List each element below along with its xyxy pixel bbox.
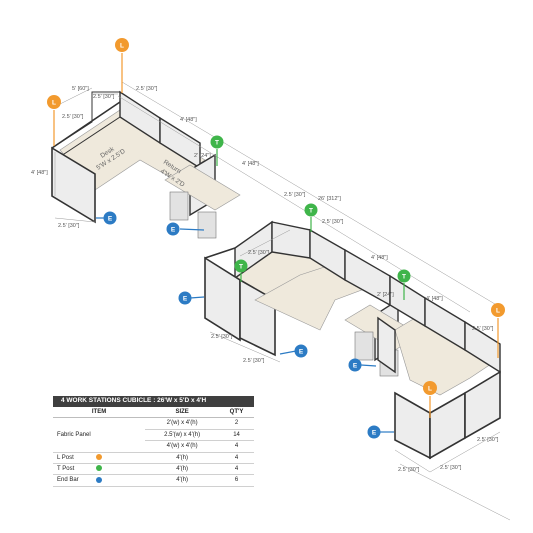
- end-panel: [377, 316, 396, 374]
- cell-size: 2'(w) x 4'(h): [145, 417, 220, 430]
- svg-text:L: L: [428, 386, 432, 393]
- table-row: 2.5'(w) x 4'(h) 14: [53, 429, 254, 442]
- fabric-panel-label: Fabric Panel: [53, 417, 146, 453]
- svg-text:E: E: [183, 296, 188, 303]
- l-post-label: L Post: [57, 454, 74, 461]
- svg-text:L: L: [120, 43, 124, 50]
- l-post-dot-icon: [95, 454, 102, 461]
- table-row: T Post 4'(h) 4: [53, 463, 254, 476]
- svg-text:E: E: [372, 430, 377, 437]
- dim-label: 2.5' [30"]: [93, 94, 115, 100]
- dim-label: 2.5' [30"]: [136, 86, 158, 92]
- dim-label: 4' [48"]: [31, 170, 48, 176]
- end-panel: [429, 391, 466, 460]
- end-panel: [394, 391, 431, 460]
- t-post-badge: T: [397, 269, 411, 283]
- end-bar-badge: E: [103, 211, 117, 225]
- dim-label: 2.5' [30"]: [472, 326, 494, 332]
- dim-label: 5' [60"]: [72, 86, 89, 92]
- dim-label: 2.5' [30"]: [243, 358, 265, 364]
- t-post-dot-icon: [96, 465, 103, 472]
- end-panel: [464, 370, 501, 440]
- end-bar-badge: E: [178, 291, 192, 305]
- cell-qty: 14: [219, 429, 254, 442]
- svg-text:L: L: [52, 100, 56, 107]
- cell-qty: 2: [219, 417, 254, 430]
- end-bar-badge: E: [367, 425, 381, 439]
- dim-label: 2.5' [30"]: [322, 219, 344, 225]
- dim-label: 4' [48"]: [180, 117, 197, 123]
- cell-size: 4'(w) x 4'(h): [145, 440, 220, 453]
- table-row: L Post 4'(h) 4: [53, 452, 254, 465]
- svg-text:E: E: [353, 363, 358, 370]
- dim-label: 4' [48"]: [426, 296, 443, 302]
- cell-qty: 6: [219, 474, 254, 487]
- cell-size: 2.5'(w) x 4'(h): [145, 429, 220, 442]
- dim-label: 2.5' [30"]: [477, 437, 499, 443]
- dim-label: 2.5' [30"]: [398, 467, 420, 473]
- t-post-badge: T: [304, 203, 318, 217]
- table-row: Fabric Panel 2'(w) x 4'(h) 2: [53, 417, 254, 453]
- dim-label: 26' [312"]: [318, 196, 341, 202]
- workstation-4: [377, 274, 501, 460]
- dim-label: 2.5' [30"]: [440, 465, 462, 471]
- dimension-labels: 5' [60"] 2.5' [30"] 2.5' [30"] 2.5' [30"…: [31, 86, 499, 473]
- dim-label: 2.5' [30"]: [62, 114, 84, 120]
- l-post-badge: L: [423, 381, 437, 395]
- end-bar-badge: E: [348, 358, 362, 372]
- dim-label: 2.5' [30"]: [58, 223, 80, 229]
- workstation-1: Desk 5'W x 2.5'D Return 4'W x 2'D: [51, 90, 241, 239]
- svg-text:T: T: [402, 274, 406, 281]
- dimension-lines: [54, 81, 511, 521]
- spec-table: 4 WORK STATIONS CUBICLE : 26'W x 5'D x 4…: [53, 396, 254, 487]
- pedestal: [169, 191, 189, 221]
- dim-label: 4' [48"]: [242, 161, 259, 167]
- t-post-badge: T: [210, 135, 224, 149]
- l-post-badge: L: [47, 95, 61, 109]
- svg-text:L: L: [496, 308, 500, 315]
- header-qty: QT'Y: [219, 407, 254, 419]
- dim-label: 2.5' [30"]: [248, 250, 270, 256]
- svg-text:T: T: [309, 208, 313, 215]
- table-title: 4 WORK STATIONS CUBICLE : 26'W x 5'D x 4…: [53, 396, 254, 407]
- svg-text:E: E: [171, 227, 176, 234]
- dim-label: 2' [24"]: [194, 153, 211, 159]
- table-header-row: ITEM SIZE QT'Y: [53, 407, 254, 419]
- table-title-row: 4 WORK STATIONS CUBICLE : 26'W x 5'D x 4…: [53, 396, 254, 407]
- dim-label: 2' [24"]: [377, 292, 394, 298]
- end-bar-label: End Bar: [57, 477, 79, 484]
- table-row: End Bar 4'(h) 6: [53, 474, 254, 487]
- end-bar-badge: E: [294, 344, 308, 358]
- cell-size: 4'(h): [145, 452, 220, 465]
- back-panel: [271, 221, 311, 259]
- cell-qty: 4: [219, 452, 254, 465]
- svg-text:T: T: [215, 140, 219, 147]
- svg-text:T: T: [239, 264, 243, 271]
- dim-label: 2.5' [30"]: [284, 192, 306, 198]
- cell-size: 4'(h): [145, 474, 220, 487]
- svg-text:E: E: [299, 349, 304, 356]
- cell-qty: 4: [219, 463, 254, 476]
- end-panel: [204, 256, 241, 342]
- dim-label: 2.5' [30"]: [211, 334, 233, 340]
- l-post-badge: L: [491, 303, 505, 317]
- svg-text:E: E: [108, 216, 113, 223]
- t-post-badge: T: [234, 259, 248, 273]
- cell-qty: 4: [219, 440, 254, 453]
- header-size: SIZE: [145, 407, 220, 419]
- end-bar-dot-icon: [95, 476, 102, 483]
- dim-label: 4' [48"]: [371, 255, 388, 261]
- return-surface: [164, 164, 241, 211]
- pedestal: [354, 331, 374, 361]
- t-post-label: T Post: [57, 466, 75, 473]
- end-bar-badge: E: [166, 222, 180, 236]
- cell-size: 4'(h): [145, 463, 220, 476]
- l-post-badge: L: [115, 38, 129, 52]
- table-row: 4'(w) x 4'(h) 4: [53, 440, 254, 453]
- header-item: ITEM: [53, 407, 146, 419]
- pedestal: [197, 211, 217, 239]
